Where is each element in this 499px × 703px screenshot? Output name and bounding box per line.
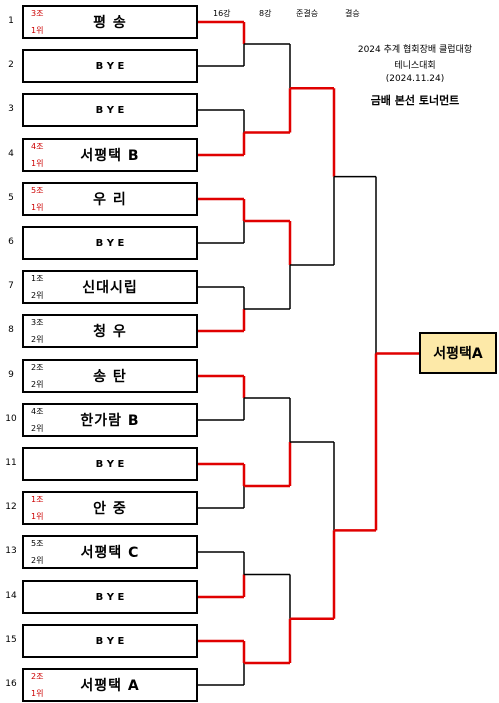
bracket-header-8: 8강 (259, 9, 272, 18)
seed-number: 15 (5, 635, 17, 645)
rank-label: 2위 (31, 291, 44, 300)
seed-number: 13 (5, 546, 17, 556)
team-slot: 5조 1위 우 리 (22, 182, 198, 216)
team-name: 서평택 B (80, 148, 140, 164)
rank-label: 1위 (31, 512, 44, 521)
group-label: 1조 (31, 274, 44, 283)
team-name: B Y E (95, 237, 125, 249)
rank-label: 2위 (31, 556, 44, 565)
rank-label: 1위 (31, 689, 44, 698)
team-slot: B Y E (22, 624, 198, 658)
bracket-header-final: 결승 (345, 9, 360, 18)
team-slot: 5조 2위 서평택 C (22, 535, 198, 569)
team-slot: 3조 1위 평 송 (22, 5, 198, 39)
seed-number: 8 (8, 325, 14, 335)
team-slot: 2조 2위 송 탄 (22, 359, 198, 393)
rank-label: 2위 (31, 335, 44, 344)
seed-number: 6 (8, 237, 14, 247)
seed-number: 4 (8, 149, 14, 159)
group-label: 2조 (31, 363, 44, 372)
rank-label: 2위 (31, 424, 44, 433)
team-name: 우 리 (93, 192, 127, 208)
bracket-header-semi: 준결승 (296, 9, 319, 18)
group-label: 3조 (31, 318, 44, 327)
team-slot: 1조 1위 안 중 (22, 491, 198, 525)
team-name: B Y E (95, 635, 125, 647)
group-label: 5조 (31, 186, 44, 195)
team-slot: B Y E (22, 93, 198, 127)
champion-box: 서평택A (419, 332, 497, 374)
group-label: 2조 (31, 672, 44, 681)
team-name: 송 탄 (93, 369, 127, 385)
group-label: 4조 (31, 407, 44, 416)
seed-number: 12 (5, 502, 17, 512)
team-slot: B Y E (22, 49, 198, 83)
team-slot: 4조 2위 한가람 B (22, 403, 198, 437)
team-slot: 2조 1위 서평택 A (22, 668, 198, 702)
team-name: 신대시립 (82, 280, 138, 296)
rank-label: 2위 (31, 380, 44, 389)
rank-label: 1위 (31, 26, 44, 35)
team-name: 서평택 A (80, 678, 140, 694)
group-label: 4조 (31, 142, 44, 151)
team-slot: 3조 2위 청 우 (22, 314, 198, 348)
team-name: 청 우 (93, 324, 127, 340)
team-name: B Y E (95, 458, 125, 470)
tournament-title-line1: 2024 추계 협회장배 클럽대항 (357, 45, 473, 55)
tournament-title-line2: 테니스대회 (394, 61, 436, 71)
seed-number: 9 (8, 370, 14, 380)
team-name: 한가람 B (80, 413, 140, 429)
seed-number: 14 (5, 591, 17, 601)
seed-number: 1 (8, 16, 14, 26)
team-name: 서평택 C (80, 545, 140, 561)
team-name: B Y E (95, 104, 125, 116)
team-slot: 4조 1위 서평택 B (22, 138, 198, 172)
seed-number: 10 (5, 414, 17, 424)
team-name: B Y E (95, 60, 125, 72)
bracket-header-16: 16강 (213, 9, 231, 18)
team-name: B Y E (95, 591, 125, 603)
team-name: 평 송 (93, 15, 127, 31)
seed-number: 2 (8, 60, 14, 70)
team-slot: B Y E (22, 580, 198, 614)
group-label: 3조 (31, 9, 44, 18)
team-slot: B Y E (22, 447, 198, 481)
team-name: 안 중 (93, 501, 127, 517)
rank-label: 1위 (31, 159, 44, 168)
seed-number: 3 (8, 104, 14, 114)
seed-number: 5 (8, 193, 14, 203)
seed-number: 7 (8, 281, 14, 291)
seed-number: 16 (5, 679, 17, 689)
team-slot: 1조 2위 신대시립 (22, 270, 198, 304)
seed-number: 11 (5, 458, 17, 468)
rank-label: 1위 (31, 203, 44, 212)
tournament-subtitle: 금배 본선 토너먼트 (370, 94, 460, 107)
team-slot: B Y E (22, 226, 198, 260)
group-label: 1조 (31, 495, 44, 504)
tournament-date: (2024.11.24) (385, 74, 445, 84)
group-label: 5조 (31, 539, 44, 548)
